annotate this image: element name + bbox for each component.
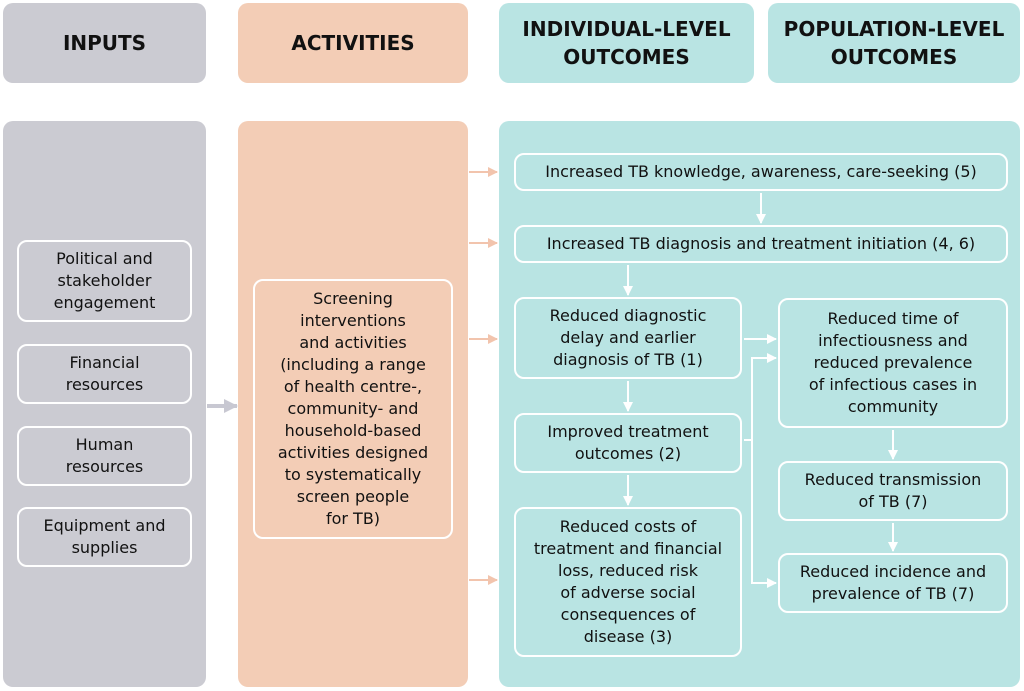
outcome-incidence: Reduced incidence and prevalence of TB (… <box>778 553 1008 613</box>
outcome-infectiousness: Reduced time of infectiousness and reduc… <box>778 298 1008 428</box>
inputs-header: INPUTS <box>3 3 206 83</box>
inputs-panel <box>3 121 206 687</box>
input-equipment-supplies: Equipment and supplies <box>17 507 192 567</box>
outcome-knowledge: Increased TB knowledge, awareness, care-… <box>514 153 1008 191</box>
input-human-resources: Human resources <box>17 426 192 486</box>
population-outcomes-header: POPULATION-LEVEL OUTCOMES <box>768 3 1020 83</box>
outcome-diagnosis: Increased TB diagnosis and treatment ini… <box>514 225 1008 263</box>
outcome-transmission: Reduced transmission of TB (7) <box>778 461 1008 521</box>
outcome-treatment: Improved treatment outcomes (2) <box>514 413 742 473</box>
outcome-diagnostic-delay: Reduced diagnostic delay and earlier dia… <box>514 297 742 379</box>
activity-screening: Screening interventions and activities (… <box>253 279 453 539</box>
arrow-treatment-to-incidence <box>751 440 777 588</box>
input-political-engagement: Political and stakeholder engagement <box>17 240 192 322</box>
individual-outcomes-header: INDIVIDUAL-LEVEL OUTCOMES <box>499 3 754 83</box>
arrow-treatment-to-infectiousness <box>744 353 777 441</box>
input-financial-resources: Financial resources <box>17 344 192 404</box>
activities-header: ACTIVITIES <box>238 3 468 83</box>
outcome-costs: Reduced costs of treatment and financial… <box>514 507 742 657</box>
